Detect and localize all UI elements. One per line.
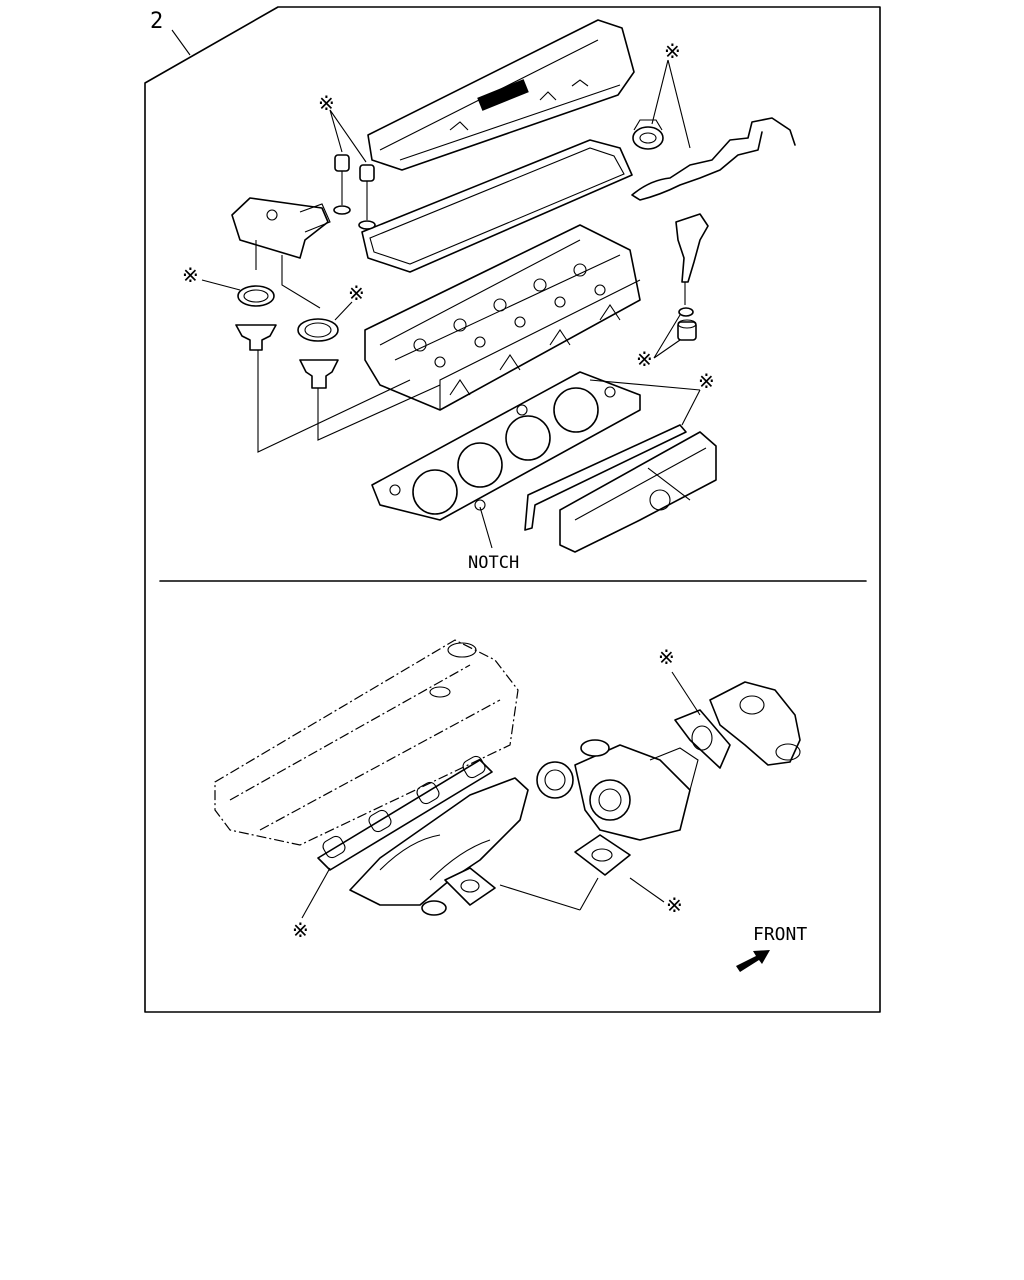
cylinder-head-gasket [371,371,641,521]
asterisk-marker-icon: ※ [348,281,365,305]
asterisk-marker-icon: ※ [182,263,199,287]
valve-cover-gasket [361,139,633,273]
turbo-outlet-gasket [574,834,631,876]
exhaust-manifold [349,777,529,916]
fuel-injector [675,213,709,305]
asterisk-marker-icon: ※ [658,645,675,669]
cylinder-head [364,224,641,411]
thermostat-housing [231,197,331,259]
egr-cooler [559,431,717,553]
asterisk-marker-icon: ※ [698,369,715,393]
injector-o-ring [678,307,694,317]
asterisk-marker-icon: ※ [292,918,309,942]
thermostat-gasket-left [237,285,275,307]
cylinder-head-phantom [214,639,519,846]
callout-number: 2 [150,9,163,34]
turbocharger [536,739,699,841]
notch-leader [479,506,493,549]
thermostat-right [299,359,339,389]
asterisk-markers: ※ ※ ※ ※ ※ ※ ※ ※ ※ [182,39,715,942]
asterisk-marker-icon: ※ [664,39,681,63]
harness-gasket [631,117,796,201]
front-label: FRONT [753,924,807,945]
exhaust-elbow-gasket [674,709,731,769]
thermostat-gasket-right [297,318,339,342]
injector-seal [677,319,697,341]
asterisk-marker-icon: ※ [666,893,683,917]
exhaust-elbow [709,681,801,766]
asterisk-leaders [201,59,701,919]
front-arrow-icon [736,950,770,972]
valve-stem-seals [333,154,376,230]
asterisk-marker-icon: ※ [318,91,335,115]
callout-leader [171,29,191,56]
valve-cover [367,19,635,171]
assembly-line-thermostats [255,240,441,453]
oil-filler-seal [632,119,664,150]
frame-border [144,6,881,1013]
asterisk-marker-icon: ※ [636,347,653,371]
exhaust-manifold-gasket [317,755,493,871]
intake-manifold-gasket [524,424,687,531]
notch-label: NOTCH [468,553,519,573]
turbo-inlet-gasket [444,867,496,906]
thermostat-left [235,324,277,351]
